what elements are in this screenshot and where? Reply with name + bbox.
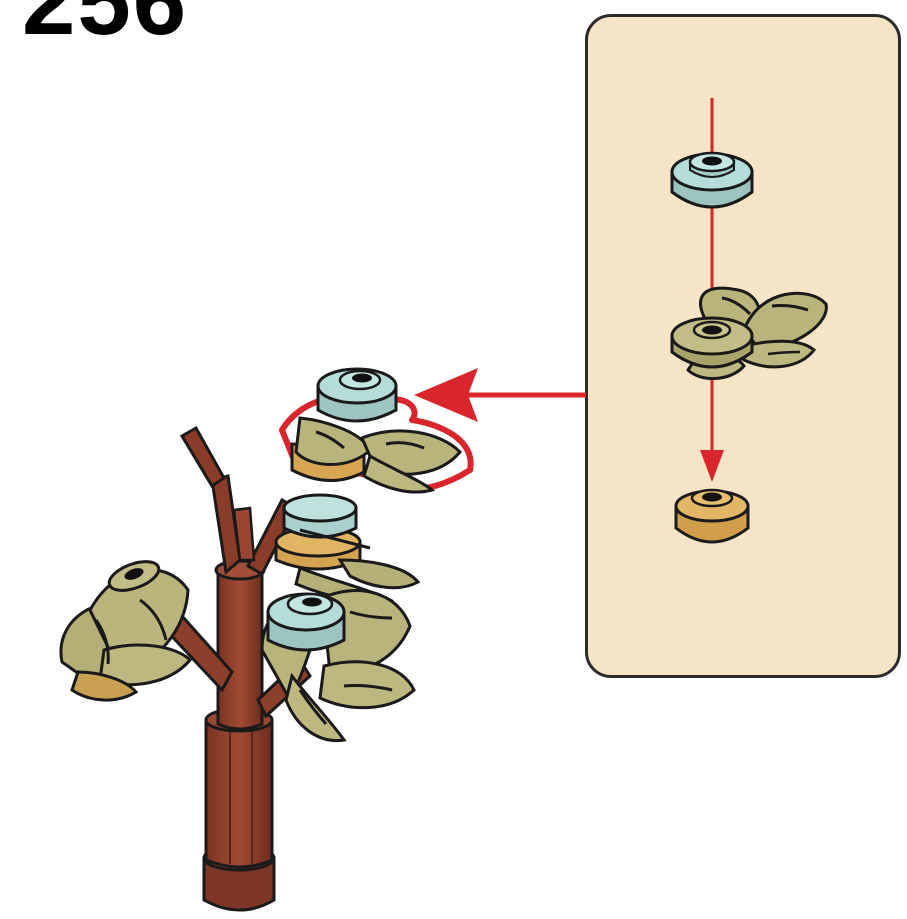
lower-right-leaf-cluster: [262, 591, 414, 741]
placement-arrow-icon: [414, 368, 586, 422]
leaf-piece-icon: [672, 288, 826, 378]
round-plate-icon: [672, 153, 752, 207]
callout-assembly: [672, 98, 826, 542]
left-leaf-cluster: [61, 556, 190, 700]
assembly-arrowhead: [700, 450, 724, 482]
stacked-plates: [276, 495, 418, 602]
round-plate-icon: [676, 490, 748, 542]
tree-model: [61, 369, 471, 910]
